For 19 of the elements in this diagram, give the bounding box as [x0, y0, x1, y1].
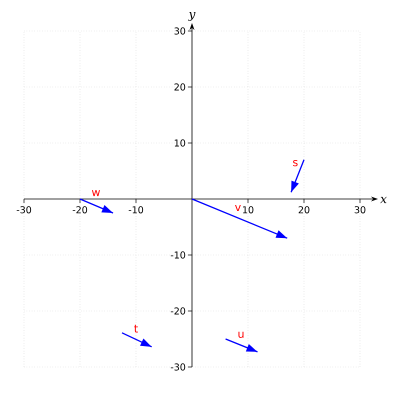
tick-label: -30 [170, 363, 186, 371]
vector-label: w [92, 190, 100, 196]
tick-label: 30 [174, 27, 186, 35]
tick-label: 30 [354, 206, 366, 214]
tick-label: -20 [72, 206, 88, 214]
tick-label: 10 [243, 206, 254, 214]
vector-label: v [235, 204, 241, 211]
tick-label: -10 [170, 251, 186, 259]
tick-label: -30 [16, 206, 32, 214]
vector-label: u [238, 332, 244, 338]
tick-label: 20 [174, 83, 186, 91]
axis-label: y [188, 12, 196, 21]
tick-label: 20 [298, 206, 310, 214]
tick-label: -20 [170, 307, 186, 315]
vector-label: s [293, 160, 298, 166]
axis-label: x [380, 196, 387, 204]
vector-label: t [134, 324, 138, 332]
tick-label: 10 [174, 139, 186, 147]
tick-label: -10 [128, 206, 144, 214]
